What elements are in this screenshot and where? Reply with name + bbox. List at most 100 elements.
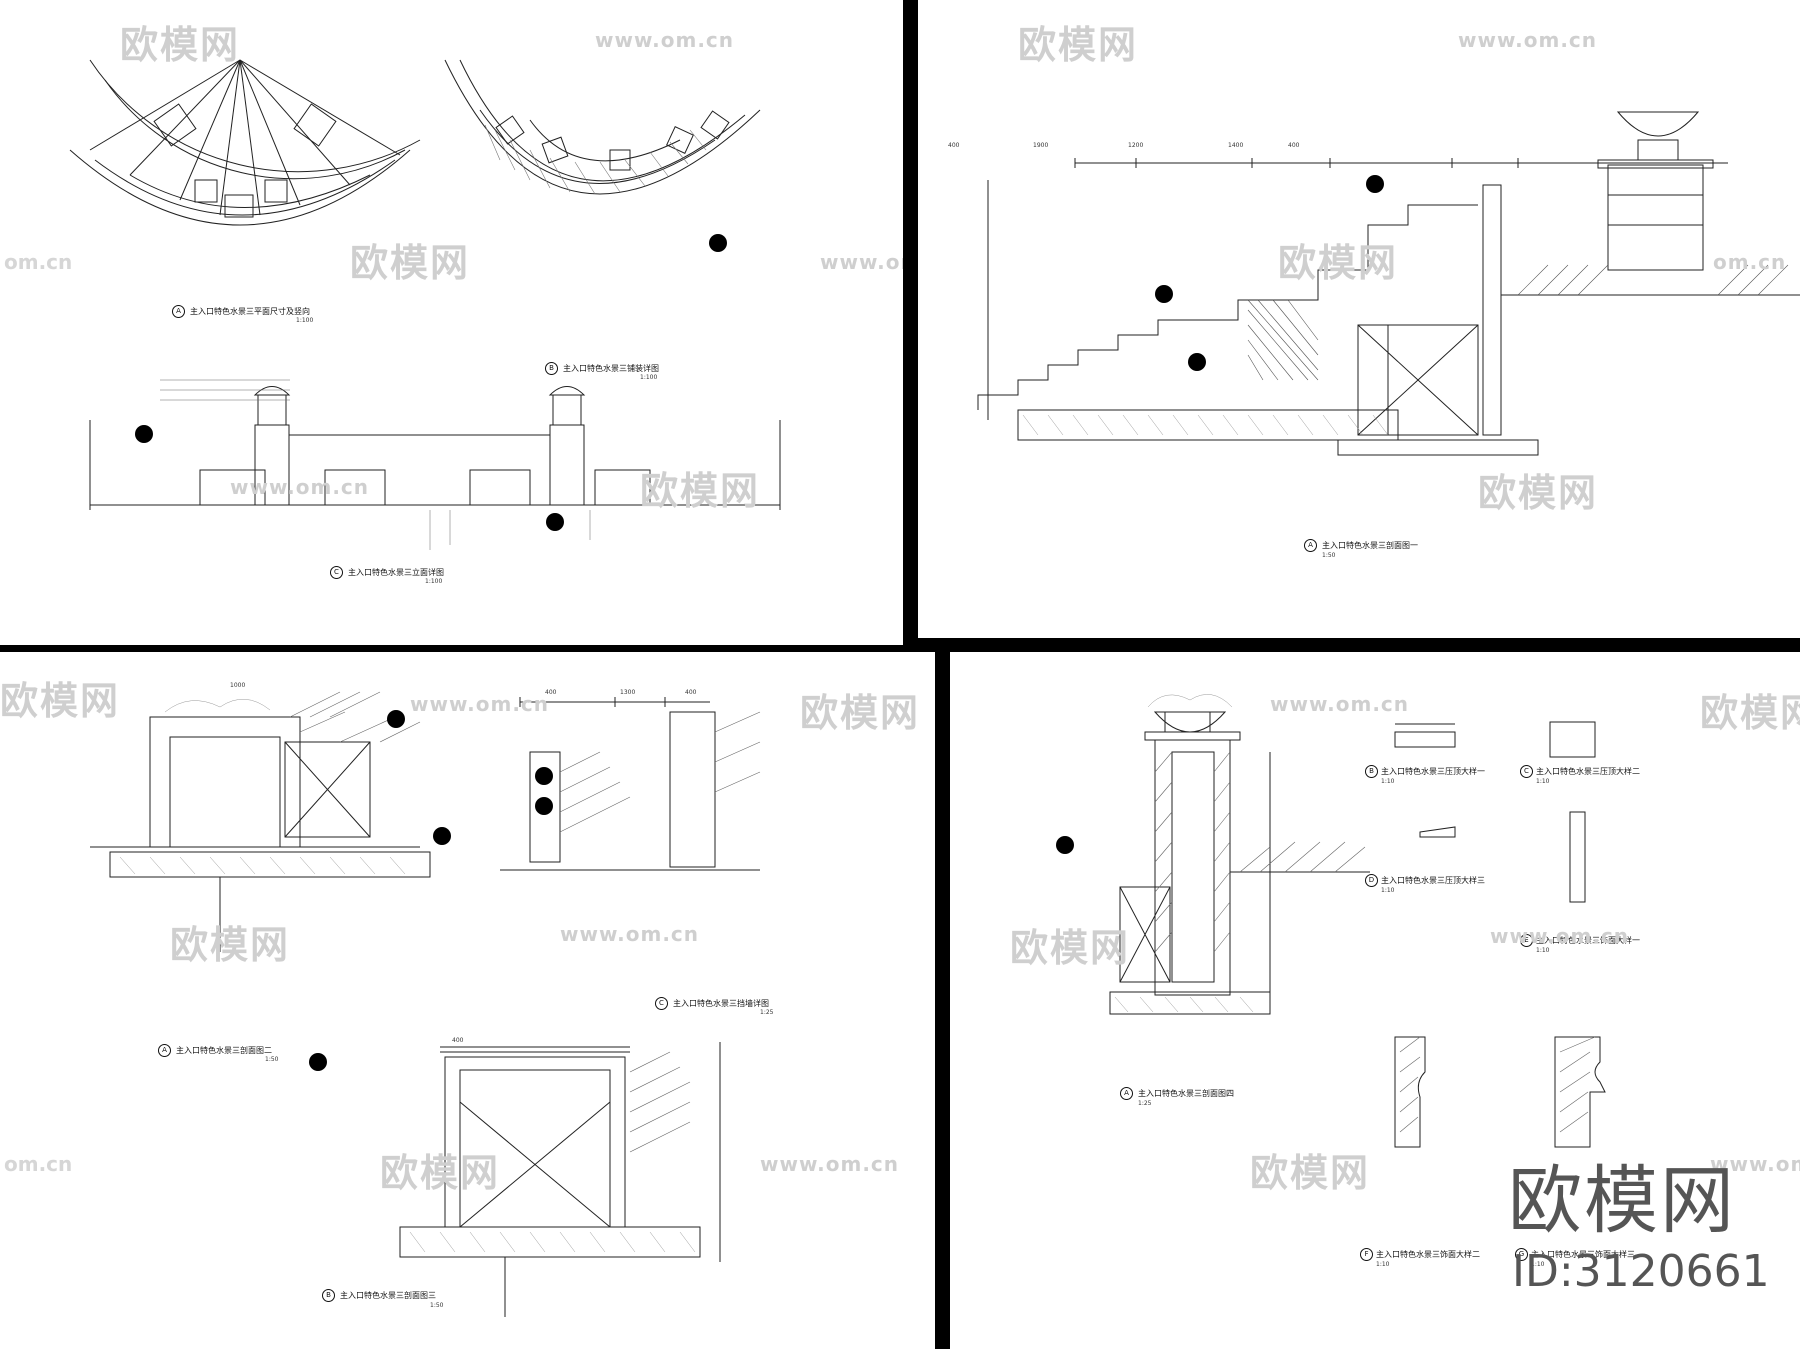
watermark-url: www.om.cn <box>820 250 903 274</box>
watermark-url: www.om.cn <box>230 475 370 499</box>
caption-tag: B <box>322 1289 335 1302</box>
caption-scale: 1:100 <box>640 374 658 381</box>
caption-scale: 1:50 <box>1322 552 1336 559</box>
caption-scale: 1:50 <box>430 1302 444 1309</box>
watermark-brand: 欧模网 <box>1010 926 1131 970</box>
watermark-url: www.om.cn <box>1490 924 1630 948</box>
caption-scale: 1:10 <box>1381 778 1395 785</box>
section-one-drawing <box>977 111 1800 456</box>
caption-tag: C <box>1520 765 1533 778</box>
brand-logo-text: 欧模网 <box>1508 1158 1736 1244</box>
caption-title: 主入口特色水景三饰面大样二 <box>1376 1250 1480 1259</box>
watermark-url: om.cn <box>1713 250 1787 274</box>
watermark-url: om.cn <box>4 250 73 274</box>
watermark-url: www.om.cn <box>595 28 735 52</box>
watermark-brand: 欧模网 <box>1018 23 1139 67</box>
dimension-label: 400 <box>685 689 697 696</box>
marker-dot <box>535 767 553 785</box>
caption-title: 主入口特色水景三饰面大样一 <box>1536 936 1640 945</box>
caption-scale: 1:10 <box>1536 947 1550 954</box>
caption-title: 主入口特色水景三立面详图 <box>348 568 444 577</box>
caption-tag: F <box>1360 1248 1373 1261</box>
dimension-label: 1900 <box>1033 142 1049 149</box>
caption-scale: 1:10 <box>1376 1261 1390 1268</box>
watermark-brand: 欧模网 <box>800 691 921 735</box>
caption-scale: 1:10 <box>1531 1261 1545 1268</box>
caption-title: 主入口特色水景三挡墙详图 <box>673 999 769 1008</box>
caption-title: 主入口特色水景三剖面图二 <box>176 1046 272 1055</box>
watermark-brand: 欧模网 <box>350 241 471 285</box>
caption-tag: A <box>1304 539 1317 552</box>
marker-dot <box>1155 285 1173 303</box>
watermark-brand: 欧模网 <box>170 923 291 967</box>
marker-dot <box>1056 836 1074 854</box>
dimension-label: 400 <box>452 1037 464 1044</box>
dimension-label: 1200 <box>1128 142 1144 149</box>
caption-tag: C <box>655 997 668 1010</box>
marker-dot <box>546 513 564 531</box>
marker-dot <box>1188 353 1206 371</box>
dimension-label: 400 <box>545 689 557 696</box>
caption-tag: A <box>1120 1087 1133 1100</box>
watermark-brand: 欧模网 <box>1250 1151 1371 1195</box>
dimension-label: 400 <box>1288 142 1300 149</box>
dimension-label: 1400 <box>1228 142 1244 149</box>
section-four-details-drawing <box>1109 694 1606 1148</box>
watermark-brand: 欧模网 <box>640 469 761 513</box>
caption-title: 主入口特色水景三剖面图三 <box>340 1291 436 1300</box>
caption-title: 主入口特色水景三压顶大样二 <box>1536 767 1640 776</box>
plan-elevation-drawing <box>69 59 781 550</box>
caption-tag: B <box>1365 765 1378 778</box>
watermark-url: www.om.cn <box>1458 28 1598 52</box>
dimension-label: 400 <box>948 142 960 149</box>
sheet-section-four-details: A 主入口特色水景三剖面图四 1:25 B 主入口特色水景三压顶大样一 1:10… <box>950 652 1800 1349</box>
marker-dot <box>1366 175 1384 193</box>
sheet-section-one: 400 1900 1200 1400 400 A 主入口特色水景三剖面图一 1:… <box>918 0 1800 638</box>
marker-dot <box>433 827 451 845</box>
caption-scale: 1:10 <box>1381 887 1395 894</box>
caption-scale: 1:25 <box>760 1009 774 1016</box>
watermark-url: www.om.cn <box>1270 692 1410 716</box>
caption-title: 主入口特色水景三剖面图四 <box>1138 1089 1234 1098</box>
caption-tag: E <box>1520 934 1533 947</box>
watermark-brand: 欧模网 <box>380 1151 501 1195</box>
caption-title: 主入口特色水景三饰面大样三 <box>1531 1250 1635 1259</box>
caption-title: 主入口特色水景三压顶大样三 <box>1381 876 1485 885</box>
watermark-brand: 欧模网 <box>1700 691 1800 735</box>
marker-dot <box>135 425 153 443</box>
marker-dot <box>535 797 553 815</box>
caption-tag: D <box>1365 874 1378 887</box>
section-two-three-drawing <box>90 691 761 1317</box>
caption-scale: 1:50 <box>265 1056 279 1063</box>
watermark-brand: 欧模网 <box>1278 241 1399 285</box>
caption-title: 主入口特色水景三铺装详图 <box>563 364 659 373</box>
watermark-url: om.cn <box>4 1152 73 1176</box>
marker-dot <box>387 710 405 728</box>
caption-title: 主入口特色水景三平面尺寸及竖向 <box>190 307 310 316</box>
marker-dot <box>309 1053 327 1071</box>
watermark-url: www.om.cn <box>1710 1152 1800 1176</box>
caption-tag: G <box>1515 1248 1528 1261</box>
dimension-label: 1000 <box>230 682 246 689</box>
caption-title: 主入口特色水景三剖面图一 <box>1322 541 1418 550</box>
watermark-url: www.om.cn <box>560 922 700 946</box>
caption-tag: B <box>545 362 558 375</box>
watermark-url: www.om.cn <box>760 1152 900 1176</box>
caption-scale: 1:25 <box>1138 1100 1152 1107</box>
marker-dot <box>709 234 727 252</box>
brand-id-text: ID:3120661 <box>1512 1246 1770 1297</box>
dimension-label: 1300 <box>620 689 636 696</box>
caption-scale: 1:100 <box>296 317 314 324</box>
caption-scale: 1:10 <box>1536 778 1550 785</box>
watermark-brand: 欧模网 <box>120 23 241 67</box>
watermark-brand: 欧模网 <box>1478 471 1599 515</box>
sheet-section-two-three: 1000 400 1300 400 400 A 主入口特色水景三剖面图二 1:5… <box>0 652 935 1349</box>
watermark-brand: 欧模网 <box>0 679 121 723</box>
sheet-plan-elevation: A 主入口特色水景三平面尺寸及竖向 1:100 B 主入口特色水景三铺装详图 1… <box>0 0 903 645</box>
watermark-url: www.om.cn <box>410 692 550 716</box>
caption-tag: A <box>172 305 185 318</box>
caption-tag: C <box>330 566 343 579</box>
caption-title: 主入口特色水景三压顶大样一 <box>1381 767 1485 776</box>
caption-scale: 1:100 <box>425 578 443 585</box>
caption-tag: A <box>158 1044 171 1057</box>
